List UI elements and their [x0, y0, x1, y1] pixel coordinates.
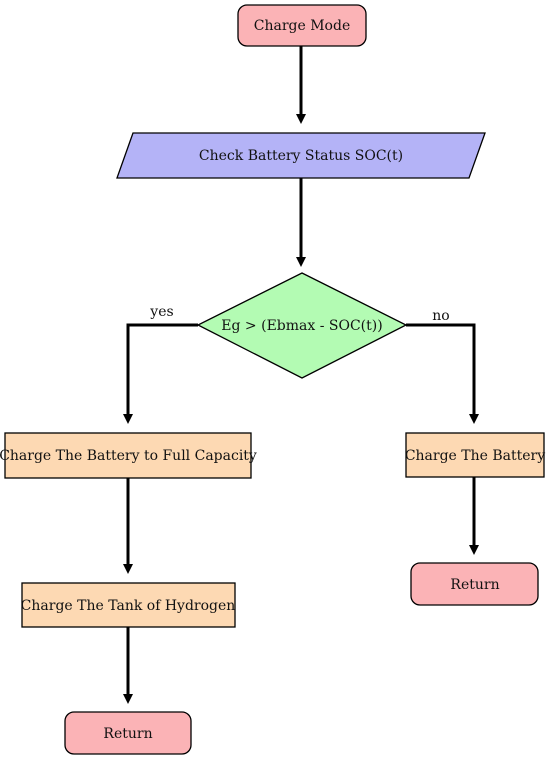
charge-full-shape	[4, 432, 252, 479]
check-status-label: Check Battery Status SOC(t)	[199, 148, 403, 164]
charge-battery-label: Charge The Battery	[405, 448, 545, 464]
start-shape	[237, 4, 367, 47]
charge-full-label: Charge The Battery to Full Capacity	[0, 448, 257, 464]
edge-decision-no	[406, 323, 479, 424]
branch-yes-label: yes	[149, 304, 173, 320]
charge-tank-node: Charge The Tank of Hydrogen	[21, 582, 236, 628]
charge-tank-shape	[21, 582, 236, 628]
return-right-label: Return	[450, 577, 499, 593]
return-left-node: Return	[64, 711, 192, 755]
start-node: Charge Mode	[237, 4, 367, 47]
charge-battery-shape	[405, 432, 545, 478]
return-right-shape	[410, 562, 539, 606]
check-status-shape	[116, 132, 486, 179]
decision-shape	[196, 272, 408, 379]
check-status-node: Check Battery Status SOC(t)	[116, 132, 486, 179]
edge-decision-yes	[123, 323, 198, 424]
return-left-shape	[64, 711, 192, 755]
charge-full-node: Charge The Battery to Full Capacity	[0, 432, 257, 479]
start-label: Charge Mode	[254, 18, 350, 34]
branch-no-label: no	[432, 308, 449, 324]
return-left-label: Return	[103, 726, 152, 742]
charge-battery-node: Charge The Battery	[405, 432, 545, 478]
return-right-node: Return	[410, 562, 539, 606]
decision-node: Eg > (Ebmax - SOC(t))	[196, 272, 408, 379]
decision-label: Eg > (Ebmax - SOC(t))	[221, 318, 382, 334]
charge-tank-label: Charge The Tank of Hydrogen	[21, 598, 236, 614]
